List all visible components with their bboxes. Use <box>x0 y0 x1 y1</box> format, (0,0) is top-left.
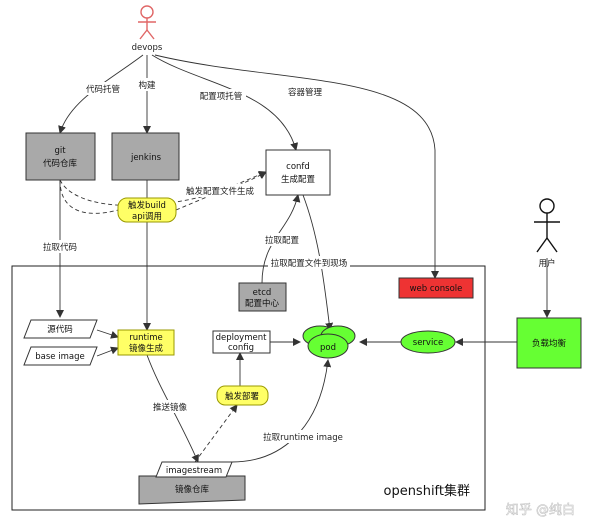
web-console-label: web console <box>410 284 463 294</box>
trigger-deploy-label: 触发部署 <box>225 391 260 402</box>
label-pull-config: 拉取配置 <box>265 235 300 246</box>
deployment-config-label-1: deployment <box>216 333 268 343</box>
git-label-2: 代码仓库 <box>43 158 78 169</box>
label-pull-config-to-site: 拉取配置文件到现场 <box>271 258 348 269</box>
edge-imagestream-to-trigger-dashed <box>194 404 238 463</box>
imagestream-node <box>155 461 233 478</box>
devops-actor-icon <box>138 5 156 40</box>
devops-label: devops <box>132 43 163 53</box>
trigger-build-label-1: 触发build <box>128 200 166 211</box>
trigger-build-node <box>117 197 177 223</box>
etcd-label-2: 配置中心 <box>245 298 280 309</box>
runtime-label-2: 镜像生成 <box>129 343 164 354</box>
source-code-node <box>23 319 98 339</box>
pod-label: pod <box>320 343 336 353</box>
edge-imagestream-to-pod <box>231 359 332 463</box>
pod-node <box>302 325 356 359</box>
trigger-deploy-node <box>216 385 269 406</box>
confd-label-2: 生成配置 <box>281 174 316 185</box>
confd-node <box>265 149 331 196</box>
etcd-node <box>238 282 287 312</box>
base-image-label: base image <box>35 352 84 362</box>
source-code-label: 源代码 <box>47 324 73 335</box>
label-pull-runtime-image: 拉取runtime image <box>263 432 343 443</box>
openshift-cluster-frame <box>11 265 486 511</box>
label-build: 构建 <box>138 80 156 91</box>
edge-source-to-runtime <box>96 329 119 339</box>
imagestream-label: imagestream <box>166 466 222 476</box>
git-repo-node <box>25 132 96 181</box>
load-balancer-label: 负载均衡 <box>532 338 567 349</box>
edge-base-to-runtime <box>96 346 119 357</box>
deployment-config-label-2: config <box>228 343 254 353</box>
watermark: 知乎 @纯白 <box>506 502 575 518</box>
label-config-hosting: 配置项托管 <box>200 91 243 102</box>
deployment-config-node <box>212 330 271 354</box>
label-pull-code: 拉取代码 <box>43 242 77 253</box>
service-node <box>400 330 456 354</box>
edge-trigger-config-dashed <box>175 171 267 211</box>
etcd-label-1: etcd <box>253 288 272 298</box>
user-actor-icon <box>534 198 560 253</box>
load-balancer-node <box>516 317 582 369</box>
label-push-image: 推送镜像 <box>153 402 188 413</box>
jenkins-node <box>111 132 180 181</box>
runtime-node <box>117 329 175 356</box>
edge-trigger-build-dashed <box>59 179 119 214</box>
web-console-node <box>398 277 474 299</box>
confd-label-1: confd <box>286 162 310 172</box>
trigger-build-label-2: api调用 <box>132 212 162 222</box>
label-code-hosting: 代码托管 <box>86 84 120 95</box>
runtime-label-1: runtime <box>129 333 162 343</box>
git-label-1: git <box>54 146 66 156</box>
base-image-node <box>23 346 98 366</box>
image-repo-label: 镜像仓库 <box>175 484 210 495</box>
service-label: service <box>413 338 443 348</box>
cluster-label: openshift集群 <box>383 483 470 499</box>
label-container-mgmt: 容器管理 <box>288 87 323 98</box>
jenkins-label: jenkins <box>130 153 162 163</box>
edge-container-mgmt <box>154 54 439 279</box>
label-trigger-config-gen: 触发配置文件生成 <box>186 186 255 197</box>
